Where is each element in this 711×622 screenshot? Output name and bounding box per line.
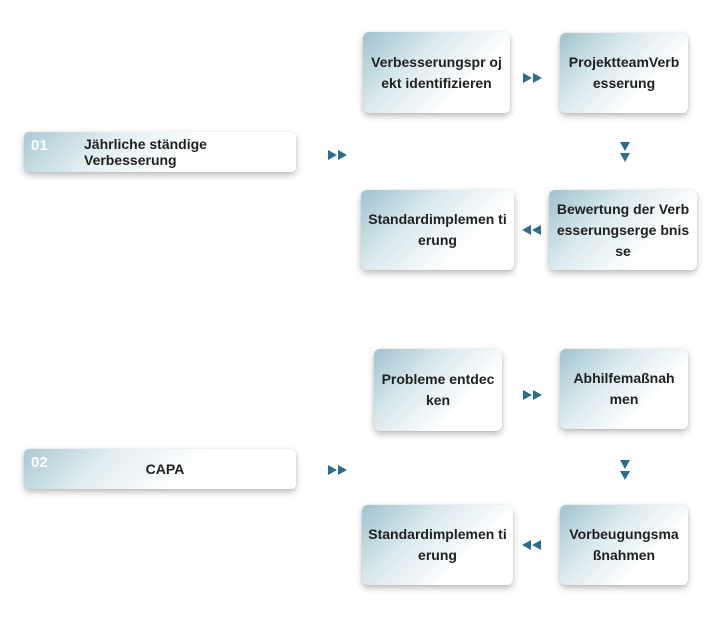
step-preventive-measures: Vorbeugungsma ßnahmen [560,505,688,585]
step-evaluate-results: Bewertung der Verbesserungserge bnisse [549,190,697,270]
step-discover-problems-label: Probleme entdecken [381,371,495,408]
arrow-down-icon [618,459,632,481]
arrow-right-icon [327,463,349,477]
step-preventive-measures-label: Vorbeugungsma ßnahmen [569,526,679,563]
process-01-number: 01 [31,137,48,154]
arrow-right-icon [327,148,349,162]
process-01-label: 01 Jährliche ständige Verbesserung [24,132,296,172]
process-02-title: CAPA [145,461,185,477]
step-remedial-measures: Abhilfemaßnah men [560,349,688,429]
step-standard-implementation-1-label: Standardimplemen tierung [368,211,507,248]
process-02-number: 02 [31,454,48,471]
step-identify-project: Verbesserungspr ojekt identifizieren [363,32,510,113]
step-remedial-measures-label: Abhilfemaßnah men [573,370,675,407]
arrow-down-icon [618,141,632,163]
arrow-right-icon [522,71,544,85]
arrow-left-icon [521,223,543,237]
process-01-title: Jährliche ständige Verbesserung [84,136,207,168]
arrow-right-icon [522,388,544,402]
step-identify-project-label: Verbesserungspr ojekt identifizieren [371,53,502,91]
arrow-left-icon [521,538,543,552]
step-discover-problems: Probleme entdecken [374,349,502,431]
process-02-label: 02 CAPA [24,449,296,489]
step-standard-implementation-1: Standardimplemen tierung [361,190,514,270]
step-standard-implementation-2-label: Standardimplemen tierung [368,526,507,563]
step-evaluate-results-label: Bewertung der Verbesserungserge bnisse [556,200,690,259]
step-project-team-label: ProjektteamVerb esserung [568,54,680,91]
step-standard-implementation-2: Standardimplemen tierung [362,505,513,585]
step-project-team: ProjektteamVerb esserung [560,33,688,113]
